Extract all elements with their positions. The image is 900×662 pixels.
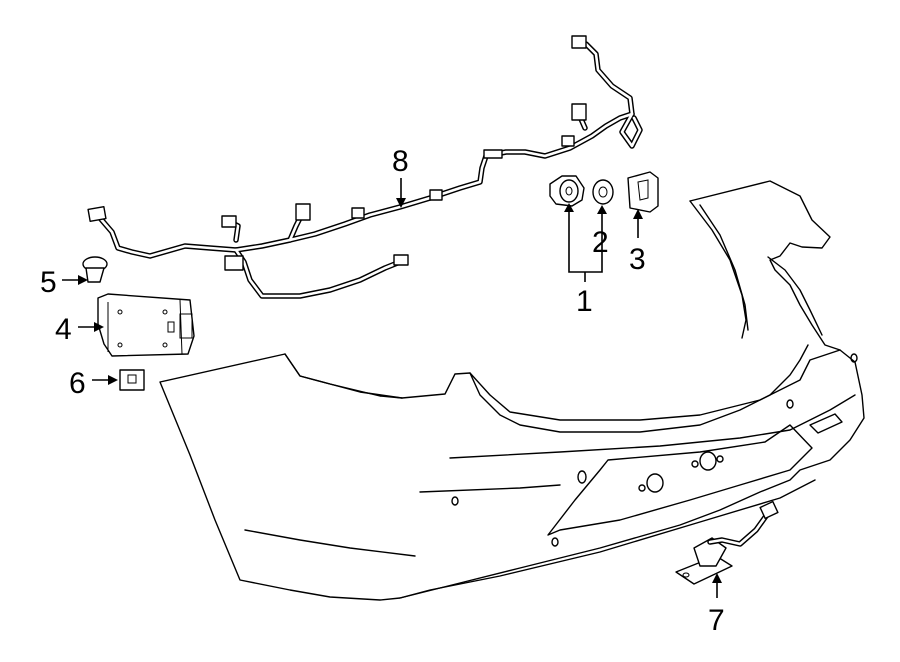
harness-wire <box>97 41 643 299</box>
callout-3: 3 <box>629 243 646 276</box>
wiring-harness <box>87 35 643 299</box>
callout-8: 8 <box>392 145 409 178</box>
license-lamp-assembly <box>675 500 779 585</box>
callout-1: 1 <box>576 285 593 318</box>
bumper-cover <box>159 180 865 601</box>
callout-6: 6 <box>69 367 86 400</box>
callout-7: 7 <box>708 604 725 637</box>
callout-labels: 8 1 2 3 5 4 6 7 <box>40 145 725 637</box>
control-module <box>97 293 195 357</box>
sensor-retainer <box>627 171 659 213</box>
callout-arrows <box>62 178 722 598</box>
callout-2: 2 <box>592 226 609 259</box>
sensor-grommet <box>592 179 614 205</box>
clip-nut <box>119 369 145 391</box>
push-pin <box>82 256 108 283</box>
callout-4: 4 <box>55 313 72 346</box>
callout-5: 5 <box>40 266 57 299</box>
park-assist-sensor <box>549 175 585 207</box>
